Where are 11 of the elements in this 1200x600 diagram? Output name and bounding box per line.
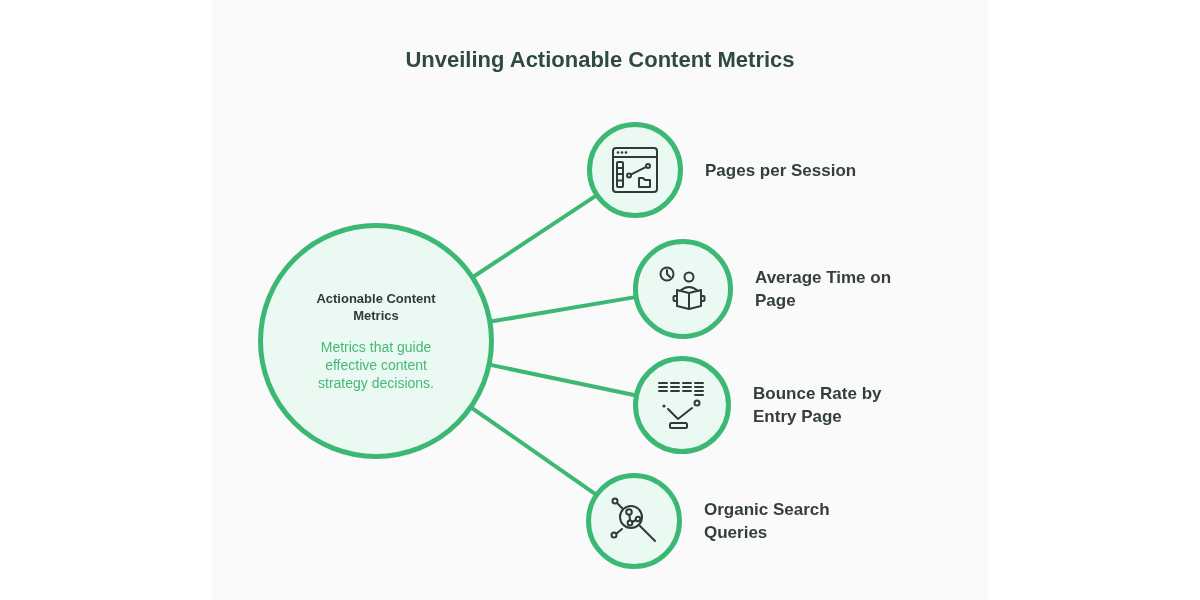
connector-line xyxy=(490,295,636,324)
title: Unveiling Actionable Content Metrics xyxy=(405,46,795,74)
hub-heading: Actionable Content Metrics xyxy=(315,290,437,324)
metric-label: Bounce Rate by Entry Page xyxy=(753,383,883,428)
metric-label: Pages per Session xyxy=(705,159,858,182)
connector-line xyxy=(472,194,597,278)
metric-label: Average Time on Page xyxy=(755,267,893,312)
connector-line xyxy=(489,363,637,397)
connector-line xyxy=(470,406,597,496)
metric-label: Organic Search Queries xyxy=(704,499,831,544)
hub-description: Metrics that guide effective content strategy decisions. xyxy=(317,338,435,392)
